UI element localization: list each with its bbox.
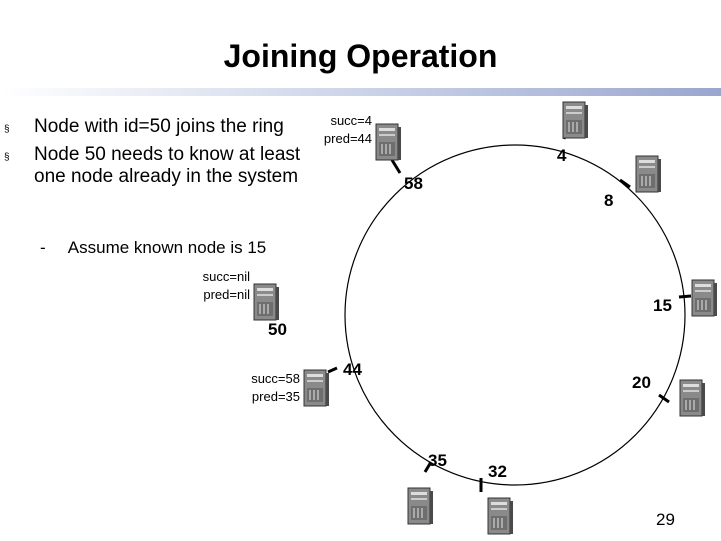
node-50-pred: pred=nil [203,287,250,302]
tick-node-8 [619,178,631,189]
node-44-state: succ=58 pred=35 [230,370,300,406]
ring-circle [344,144,686,486]
server-tower-icon [635,155,661,193]
node-50-state: succ=nil pred=nil [180,268,250,304]
tick-node-15 [678,294,692,299]
node-58-state: succ=4 pred=44 [300,112,372,148]
node-label-35: 35 [428,451,447,470]
node-label-44: 44 [343,360,362,379]
tick-node-58 [390,159,402,174]
bullet-text: Node with id=50 joins the ring [34,116,284,137]
node-label-50: 50 [268,320,287,339]
bullet-marker: § [4,124,10,135]
node-label-58: 58 [404,174,423,193]
node-label-8: 8 [604,191,614,210]
server-tower-icon [562,101,588,139]
sub-bullet-text: Assume known node is 15 [67,238,267,257]
bullet-marker: § [4,152,10,163]
server-tower-icon [679,379,705,417]
server-tower-icon [487,497,513,535]
tick-node-44 [327,366,338,374]
node-label-32: 32 [488,462,507,481]
server-tower-icon [407,487,433,525]
sub-bullet-marker: - [40,238,46,257]
tick-node-20 [658,393,670,404]
bullet-item: § Node 50 needs to know at least one nod… [4,144,304,188]
node-44-pred: pred=35 [251,389,300,404]
server-tower-icon [253,283,279,321]
node-label-15: 15 [653,296,672,315]
server-tower-icon [691,279,717,317]
node-58-succ: succ=4 [330,113,372,128]
node-58-pred: pred=44 [323,131,372,146]
node-44-succ: succ=58 [251,371,300,386]
slide-title: Joining Operation [223,38,498,74]
node-label-20: 20 [632,373,651,392]
bullet-list: § Node with id=50 joins the ring § Node … [4,116,304,194]
server-tower-icon [375,123,401,161]
tick-node-35 [423,461,433,473]
node-50-succ: succ=nil [202,269,250,284]
sub-bullet: - Assume known node is 15 [40,238,266,258]
server-tower-icon [303,369,329,407]
bullet-item: § Node with id=50 joins the ring [4,116,304,138]
node-label-4: 4 [557,146,567,165]
bullet-text: Node 50 needs to know at least one node … [34,144,301,187]
page-number: 29 [656,510,675,529]
title-underline [0,88,721,96]
